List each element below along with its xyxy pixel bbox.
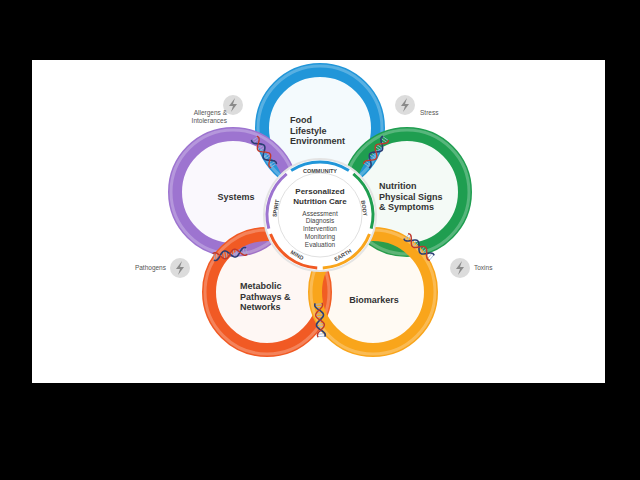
helix-rung [383,136,389,140]
helix-strand [363,136,389,168]
icon-circle [450,258,470,278]
helix-strand [251,136,277,168]
ring-label: Systems [214,192,258,203]
dna-helix [315,303,326,338]
factor-label: Allergens & Intolerances [163,109,227,125]
lightning-bolt [456,261,464,275]
helix-strand [403,233,434,261]
inner-band-line [278,173,362,257]
helix-rung [315,303,323,305]
factor-label: Toxins [474,264,514,272]
white-panel [32,60,605,383]
center-disc [265,160,375,270]
bolt-icon [170,258,190,278]
icon-circle [395,95,415,115]
helix-strand [315,303,326,338]
dna-helix [403,233,434,261]
lightning-bolt [176,261,184,275]
helix-strand [213,247,248,261]
center-body: Assessment Diagnosis Intervention Monito… [298,210,342,249]
icon-circle [170,258,190,278]
center-shadow [263,158,377,272]
bolt-icon [450,258,470,278]
helix-rung [318,336,325,338]
ring-label: Metabolic Pathways & Networks [240,281,296,313]
helix-rung [429,255,434,261]
dna-helix [251,136,277,168]
helix-strand [213,247,248,261]
ring-label: Biomarkers [346,295,402,306]
helix-strand [315,303,326,338]
ring-label: Food Lifestyle Environment [290,115,350,147]
helix-rung [214,253,215,261]
center-border-arc [265,173,287,229]
factor-label: Pathogens [116,264,166,272]
center-heading: Personalized Nutrition Care [289,187,351,206]
lightning-bolt [401,98,409,112]
lightning-bolt [229,98,237,112]
helix-rung [271,163,277,167]
dna-helix [363,136,389,168]
helix-strand [251,136,277,168]
dna-helix [213,247,248,261]
center-border-arc [352,173,374,229]
ring-label: Nutrition Physical Signs & Symptoms [379,181,449,213]
factor-label: Stress [420,109,460,117]
bolt-icon [395,95,415,115]
helix-rung [246,248,247,255]
dimension-label: COMMUNITY [298,168,342,175]
helix-strand [403,233,434,261]
helix-strand [363,136,389,168]
